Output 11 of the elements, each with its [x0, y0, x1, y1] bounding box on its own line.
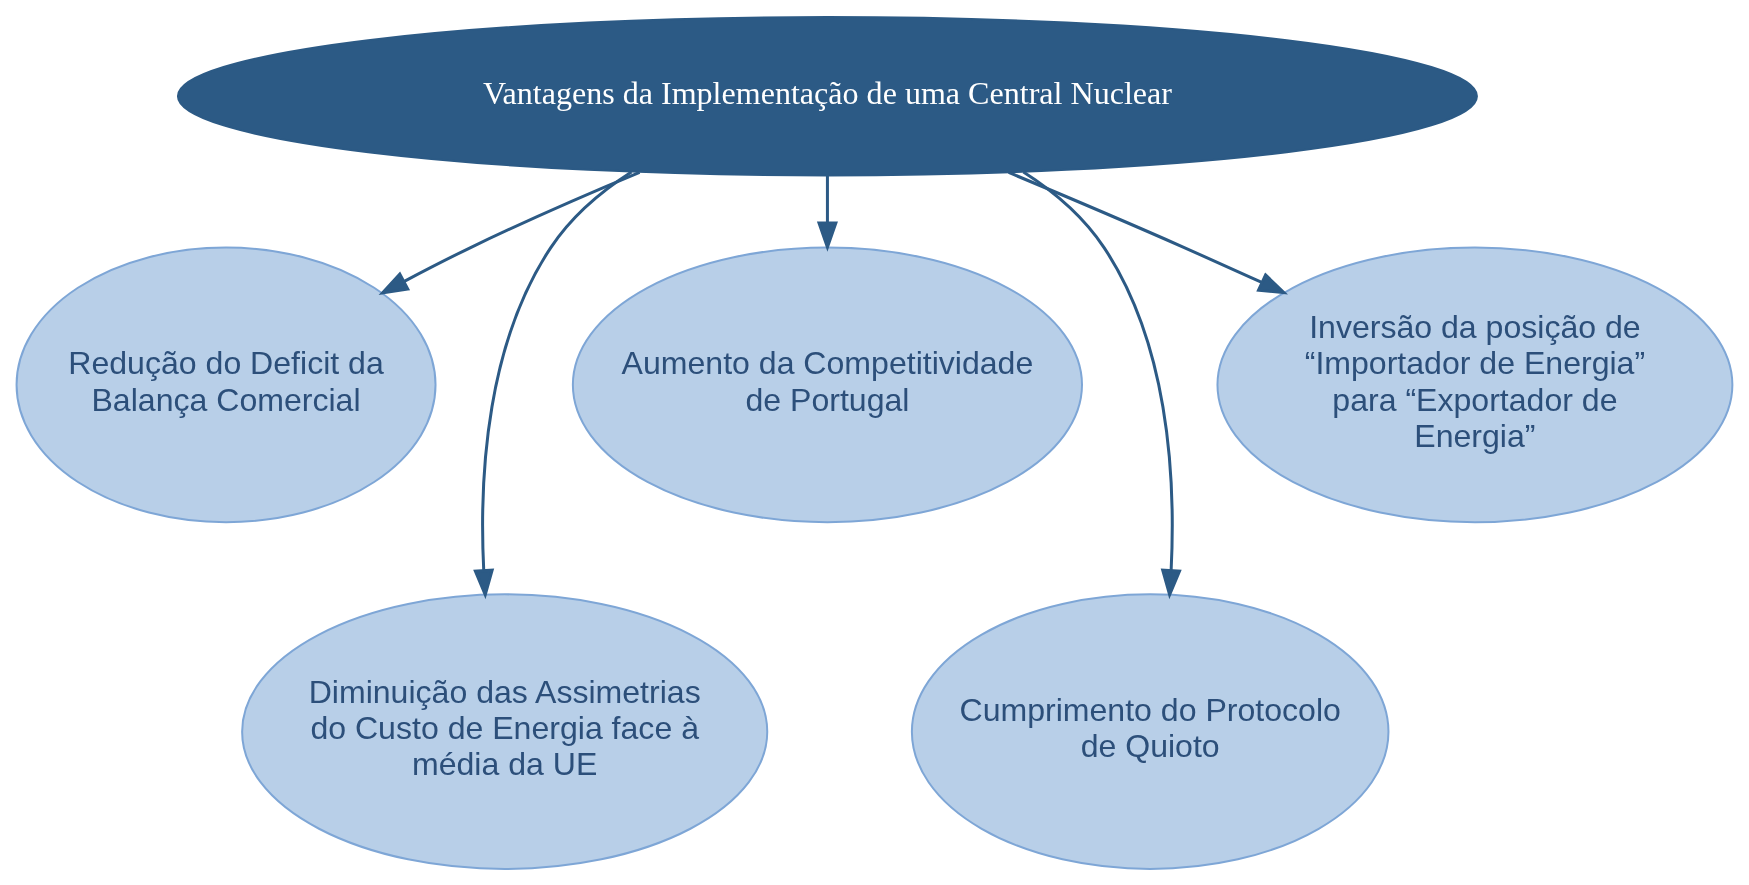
node-ellipse: Vantagens da Implementação de uma Central Nuclear: [176, 15, 1478, 176]
arrow: [1008, 170, 1288, 295]
arrow: [1022, 170, 1182, 599]
arrow: [473, 170, 633, 599]
arrow: [378, 170, 641, 295]
node-ellipse: Inversão da posição de “Importador de Energia” para “Exportador de Energia”: [1216, 246, 1734, 523]
node-ellipse: Cumprimento do Protocolo de Quioto: [910, 592, 1390, 870]
arrow: [816, 175, 838, 252]
node-ellipse: Aumento da Competitividade de Portugal: [571, 246, 1083, 523]
node-ellipse: Redução do Deficit da Balança Comercial: [15, 246, 437, 523]
node-ellipse: Diminuição das Assimetrias do Custo de Energia face à média da UE: [241, 592, 769, 870]
